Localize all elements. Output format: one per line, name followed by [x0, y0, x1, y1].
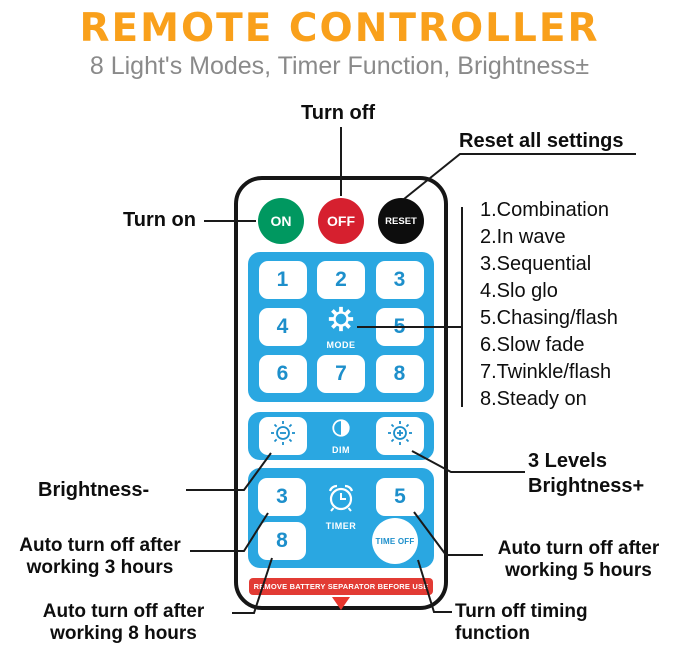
mode-list-item: 3.Sequential — [480, 253, 592, 275]
mode-list-item: 4.Slo glo — [480, 280, 558, 302]
mode-list-item: 8.Steady on — [480, 388, 587, 410]
dim-indicator: DIM — [317, 417, 365, 455]
off-button[interactable]: OFF — [318, 198, 364, 244]
alarm-clock-icon — [325, 482, 357, 519]
label-turn-on: Turn on — [123, 209, 196, 231]
key-8[interactable]: 8 — [375, 355, 424, 393]
mode-list-item: 2.In wave — [480, 226, 566, 248]
mode-list: 1.Combination 2.In wave 3.Sequential 4.S… — [480, 197, 618, 413]
timer-key-5[interactable]: 5 — [376, 478, 424, 516]
on-button[interactable]: ON — [258, 198, 304, 244]
key-2[interactable]: 2 — [317, 261, 365, 299]
timer-key-3[interactable]: 3 — [258, 478, 306, 516]
key-1[interactable]: 1 — [258, 261, 307, 299]
label-auto-off-3-hours: Auto turn off after working 3 hours — [19, 535, 181, 578]
gear-icon — [327, 305, 355, 338]
sun-minus-icon — [268, 418, 298, 454]
timer-label: TIMER — [325, 521, 357, 531]
timer-key-8[interactable]: 8 — [258, 522, 306, 560]
sun-plus-icon — [385, 418, 415, 454]
timer-panel: 3 TIMER 5 8 TIME OFF — [248, 468, 434, 568]
label-brightness-minus: Brightness- — [38, 479, 150, 501]
warning-strip: REMOVE BATTERY SEPARATOR BEFORE USE — [249, 578, 433, 595]
label-turn-off-timing: Turn off timing function — [455, 601, 588, 644]
key-5[interactable]: 5 — [375, 308, 424, 346]
battery-tab-triangle — [332, 597, 350, 610]
time-off-button[interactable]: TIME OFF — [372, 518, 418, 564]
dim-panel: DIM — [248, 412, 434, 460]
key-3[interactable]: 3 — [375, 261, 424, 299]
mode-label: MODE — [326, 339, 356, 350]
label-3-levels-brightness: 3 Levels Brightness+ — [528, 450, 645, 497]
label-auto-off-5-hours: Auto turn off after working 5 hours — [497, 538, 660, 581]
page-subtitle: 8 Light's Modes, Timer Function, Brightn… — [89, 52, 590, 80]
key-6[interactable]: 6 — [258, 355, 307, 393]
label-reset-all-settings: Reset all settings — [459, 130, 624, 152]
dim-label: DIM — [332, 444, 350, 455]
mode-list-item: 6.Slow fade — [480, 334, 585, 356]
mode-list-item: 7.Twinkle/flash — [480, 361, 612, 383]
page-title: REMOTE CONTROLLER — [79, 6, 600, 51]
mode-list-item: 5.Chasing/flash — [480, 307, 618, 329]
label-turn-off: Turn off — [301, 102, 376, 124]
remote-body: ON OFF RESET 1 2 3 4 — [234, 176, 448, 610]
label-auto-off-8-hours: Auto turn off after working 8 hours — [42, 601, 205, 644]
mode-button[interactable]: MODE — [317, 305, 365, 350]
mode-panel: 1 2 3 4 MODE 5 — [248, 252, 434, 402]
reset-button[interactable]: RESET — [378, 198, 424, 244]
key-4[interactable]: 4 — [258, 308, 307, 346]
timer-indicator: TIMER — [317, 474, 365, 562]
dim-half-circle-icon — [331, 418, 351, 443]
mode-list-item: 1.Combination — [480, 199, 609, 221]
key-7[interactable]: 7 — [317, 355, 365, 393]
dim-minus-button[interactable] — [258, 417, 307, 455]
dim-plus-button[interactable] — [375, 417, 424, 455]
